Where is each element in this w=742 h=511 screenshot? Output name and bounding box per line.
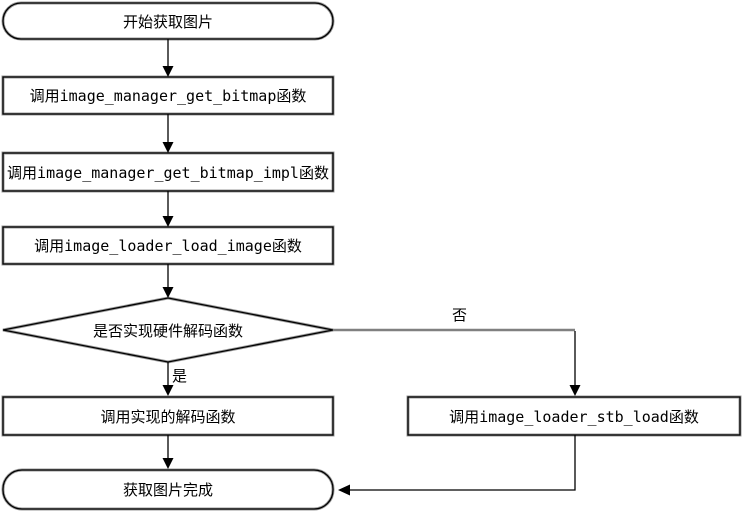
edge-stb-load-to-end (338, 435, 576, 496)
edge-label-no: 否 (452, 306, 468, 324)
load-image-process-shape (1, 225, 335, 266)
node-get-bitmap-label: 调用image_manager_get_bitmap函数 (29, 87, 307, 105)
node-get-bitmap-impl-label: 调用image_manager_get_bitmap_impl函数 (7, 163, 329, 182)
node-start-label: 开始获取图片 (122, 12, 213, 31)
edge-impl-decode-to-end (162, 435, 174, 469)
edge-get-bitmap-to-impl (162, 114, 174, 153)
node-impl-decode-label: 调用实现的解码函数 (100, 407, 236, 426)
edge-load-image-to-decision (162, 264, 174, 298)
start-terminal-shape (1, 1, 335, 41)
node-stb-load-label: 调用image_loader_stb_load函数 (449, 407, 699, 426)
end-terminal-shape (1, 468, 335, 511)
node-load-image-label: 调用image_loader_load_image函数 (34, 237, 302, 255)
edge-impl-to-load-image (162, 191, 174, 227)
node-end-label: 获取图片完成 (122, 481, 213, 499)
stb-load-process-shape (406, 395, 742, 437)
edge-decision-no-to-stb-load (333, 328, 581, 396)
edge-label-yes: 是 (172, 367, 188, 385)
edge-start-to-get-bitmap (162, 39, 174, 77)
edge-decision-yes-to-impl-decode (162, 362, 174, 396)
node-decision-label: 是否实现硬件解码函数 (92, 321, 243, 340)
